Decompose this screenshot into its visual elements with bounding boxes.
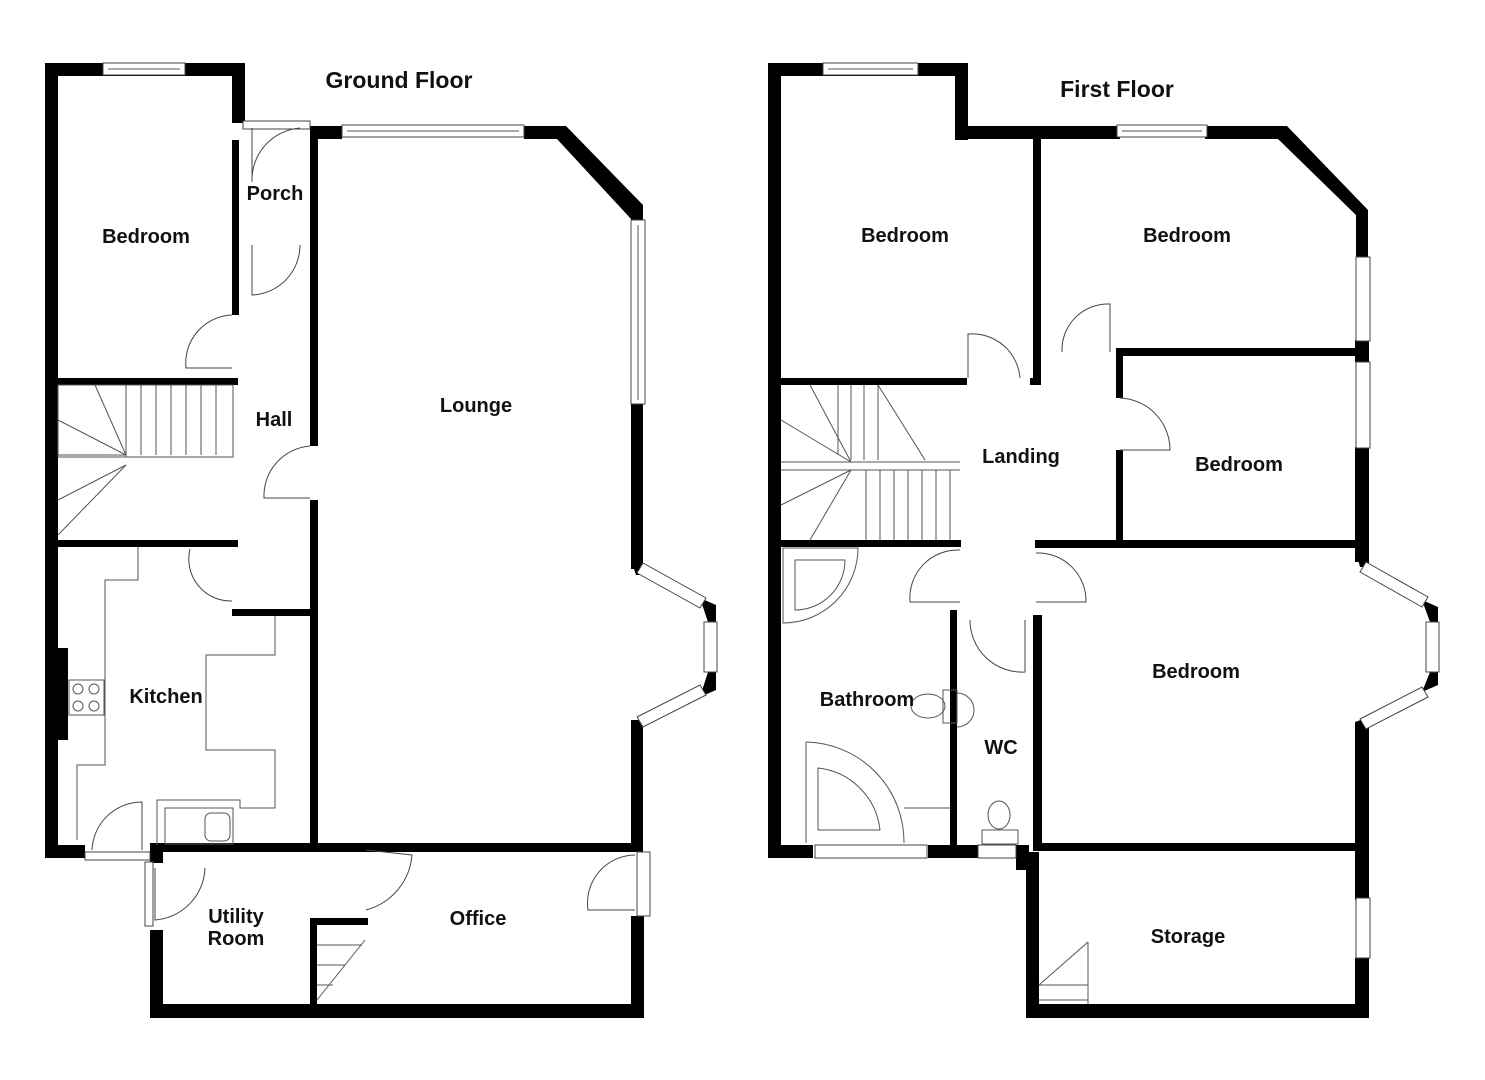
first-floor-title: First Floor bbox=[1060, 76, 1174, 102]
kitchen-worktops bbox=[68, 547, 276, 845]
ground-floor-title: Ground Floor bbox=[325, 67, 473, 93]
room-label-first-bedroom-1: Bedroom bbox=[861, 225, 949, 247]
ground-floor-windows bbox=[84, 62, 718, 927]
room-label-storage: Storage bbox=[1150, 926, 1226, 948]
first-floor-doors bbox=[909, 303, 1171, 673]
room-label-kitchen: Kitchen bbox=[129, 686, 203, 708]
first-floor-walls bbox=[768, 63, 1438, 1018]
ground-floor-walls bbox=[45, 63, 716, 1018]
room-label-wc: WC bbox=[984, 737, 1018, 759]
room-label-landing: Landing bbox=[982, 446, 1060, 468]
room-label-first-bedroom-2: Bedroom bbox=[1143, 225, 1231, 247]
room-label-bathroom: Bathroom bbox=[819, 689, 915, 711]
room-label-hall: Hall bbox=[255, 409, 293, 431]
bathroom-fixtures bbox=[782, 547, 1019, 845]
ground-floor-stairs bbox=[57, 384, 366, 1001]
room-label-first-bedroom-3: Bedroom bbox=[1195, 454, 1283, 476]
room-label-porch: Porch bbox=[246, 183, 304, 205]
first-floor-windows bbox=[814, 62, 1440, 959]
first-floor-stairs bbox=[780, 384, 1089, 1004]
room-label-first-bedroom-4: Bedroom bbox=[1152, 661, 1240, 683]
room-label-office: Office bbox=[449, 908, 507, 930]
room-label-utility-room: Utility Room bbox=[207, 906, 265, 950]
room-label-lounge: Lounge bbox=[439, 395, 513, 417]
room-label-ground-bedroom: Bedroom bbox=[102, 226, 190, 248]
ground-floor-doors bbox=[91, 127, 636, 921]
